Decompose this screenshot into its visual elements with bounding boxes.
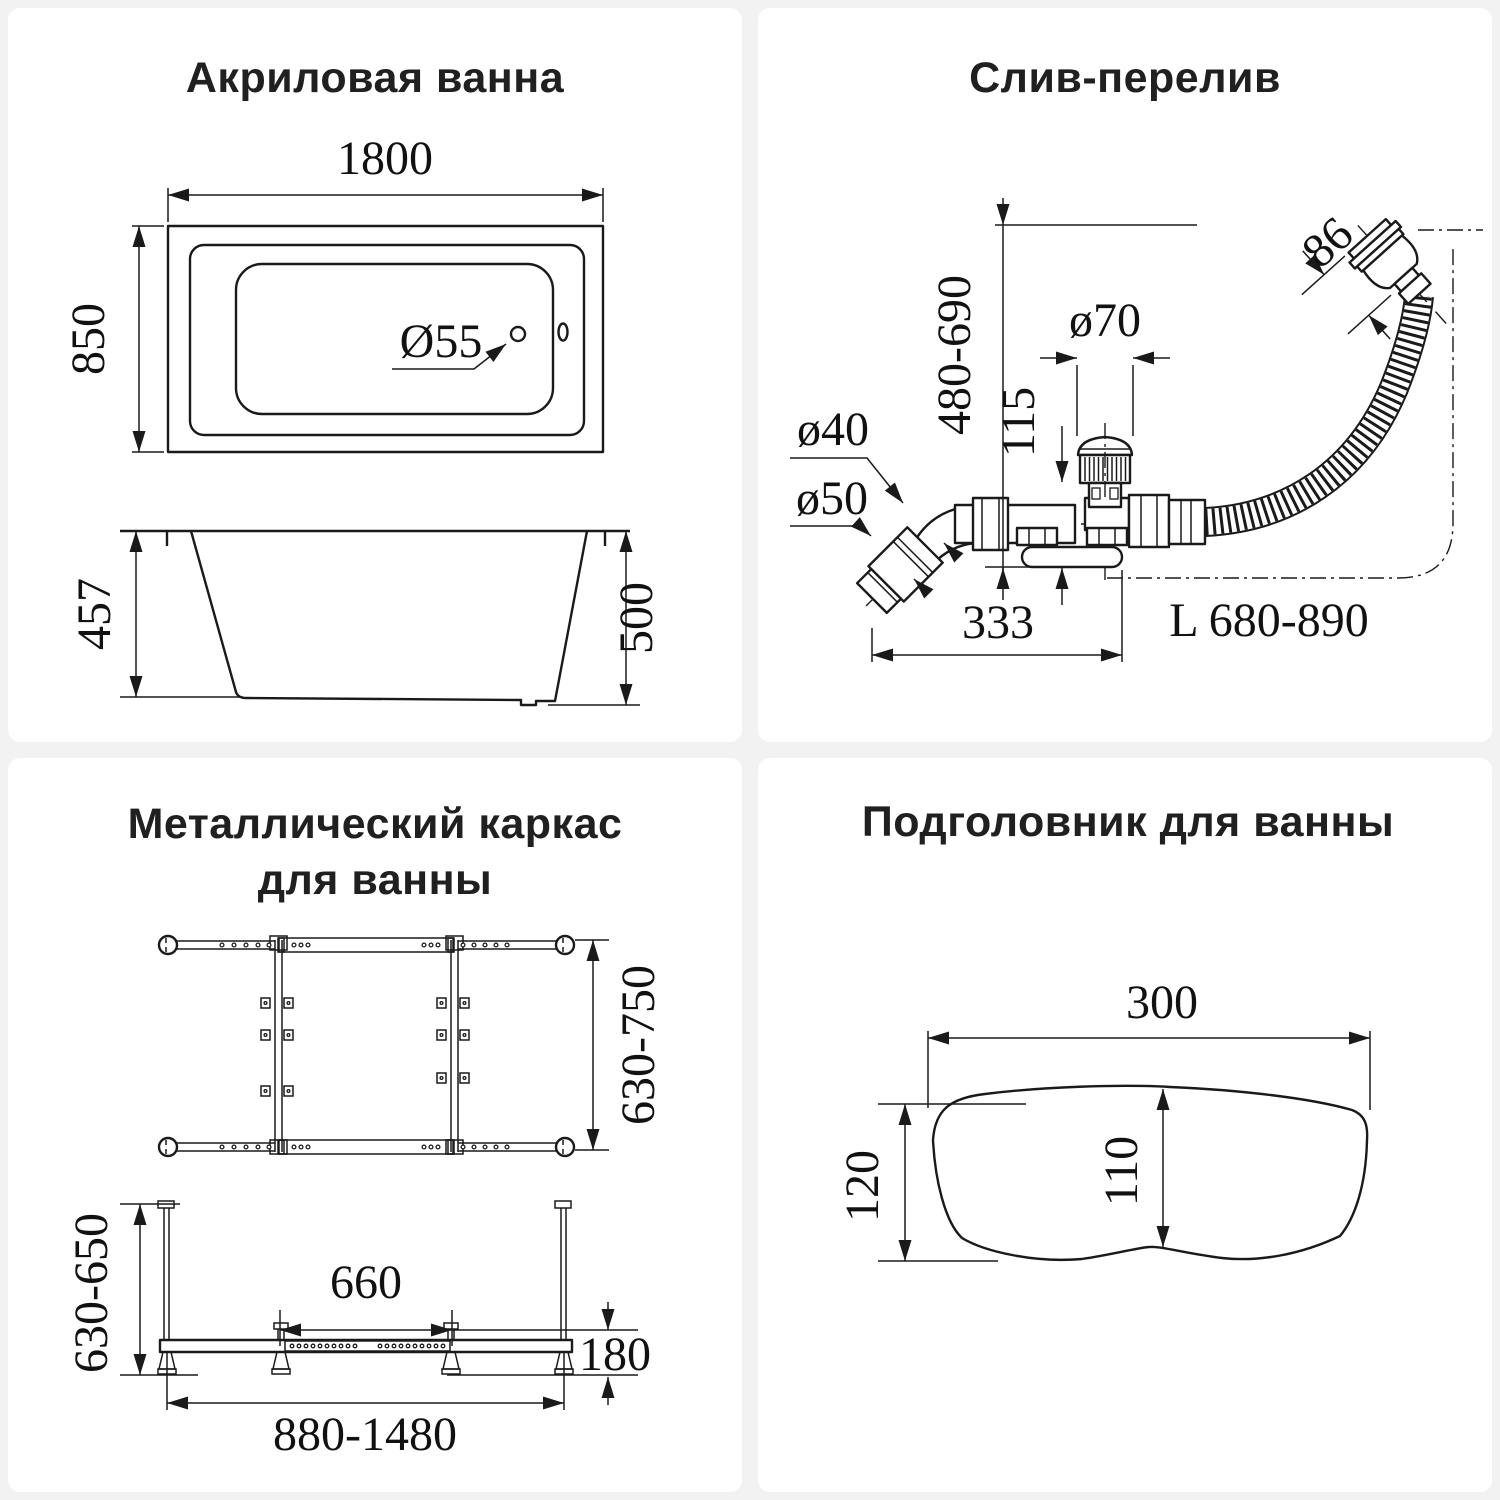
dim-drain-height-range: 480-690 [928, 275, 981, 435]
frame-brackets [260, 997, 470, 1097]
dim-bath-height: 500 [610, 582, 663, 654]
dim-drain-hose: L 680-890 [1169, 594, 1369, 647]
rail-holes [289, 1343, 446, 1349]
headrest-drawing: Подголовник для ванны 300 120 110 [836, 798, 1394, 1262]
bath-top-view [166, 224, 605, 454]
drain-title: Слив-перелив [969, 54, 1281, 102]
panel-acrylic-bath: Акриловая ванна 1800 850 Ø55 457 500 [8, 8, 742, 742]
dim-bath-width: 850 [62, 303, 115, 375]
drain-flange [1020, 545, 1124, 569]
dim-headrest-width: 300 [1126, 976, 1198, 1029]
dim-headrest-height: 120 [836, 1150, 889, 1222]
frame-holes [219, 942, 510, 1150]
dim-frame-span: 660 [330, 1256, 402, 1309]
panel-metal-frame: Металлический каркас для ванны [8, 758, 742, 1492]
panel-headrest: Подголовник для ванны 300 120 110 [758, 758, 1492, 1492]
bath-side-view [120, 529, 640, 707]
frame-title-line2: для ванны [258, 856, 493, 904]
bath-dimensions-top [132, 188, 604, 453]
dim-bath-length: 1800 [337, 132, 433, 185]
drain-valve [1076, 423, 1134, 509]
dim-bath-depth: 457 [68, 578, 121, 650]
frame-top-view [157, 934, 609, 1158]
dim-frame-width-range: 630-750 [612, 965, 665, 1125]
frame-drawing: Металлический каркас для ванны [65, 800, 665, 1461]
overflow-head: 86 [1292, 207, 1449, 340]
dim-drain-under: 115 [992, 387, 1045, 457]
drain-leader [392, 343, 507, 370]
waste-pipe-assembly [855, 493, 1207, 615]
headrest-title: Подголовник для ванны [862, 798, 1394, 846]
frame-title-line1: Металлический каркас [128, 800, 623, 848]
panel-drain-overflow: Слив-перелив 86 [758, 8, 1492, 742]
dim-headrest-inner-height: 110 [1095, 1136, 1148, 1206]
dim-overflow-cap-lines [1301, 250, 1392, 340]
drain-drawing: Слив-перелив 86 [790, 54, 1483, 662]
dim-frame-length-range: 880-1480 [273, 1408, 457, 1461]
bath-drawing: Акриловая ванна 1800 850 Ø55 457 500 [62, 54, 663, 707]
dim-bath-drain: Ø55 [400, 315, 483, 368]
drain-dimensions [790, 198, 1170, 662]
drain-hole [509, 325, 527, 343]
dim-overflow-cap: 86 [1292, 207, 1363, 279]
corrugated-hose [1204, 294, 1434, 537]
frame-feet [157, 1351, 574, 1375]
headrest-dimensions [878, 1031, 1371, 1262]
frame-side-view [120, 1200, 638, 1410]
headrest-outline [931, 1084, 1369, 1262]
bath-title: Акриловая ванна [186, 54, 565, 102]
frame-side-dimensions [120, 1203, 638, 1410]
dim-frame-height-range: 630-650 [65, 1213, 118, 1373]
dim-drain-offset: 333 [962, 596, 1034, 649]
dim-drain-pipe50: ø50 [796, 472, 868, 525]
overflow-hole [557, 322, 569, 342]
dim-drain-neck: ø70 [1069, 294, 1141, 347]
dim-frame-profile: 180 [579, 1328, 651, 1381]
dim-drain-pipe40: ø40 [797, 403, 869, 456]
